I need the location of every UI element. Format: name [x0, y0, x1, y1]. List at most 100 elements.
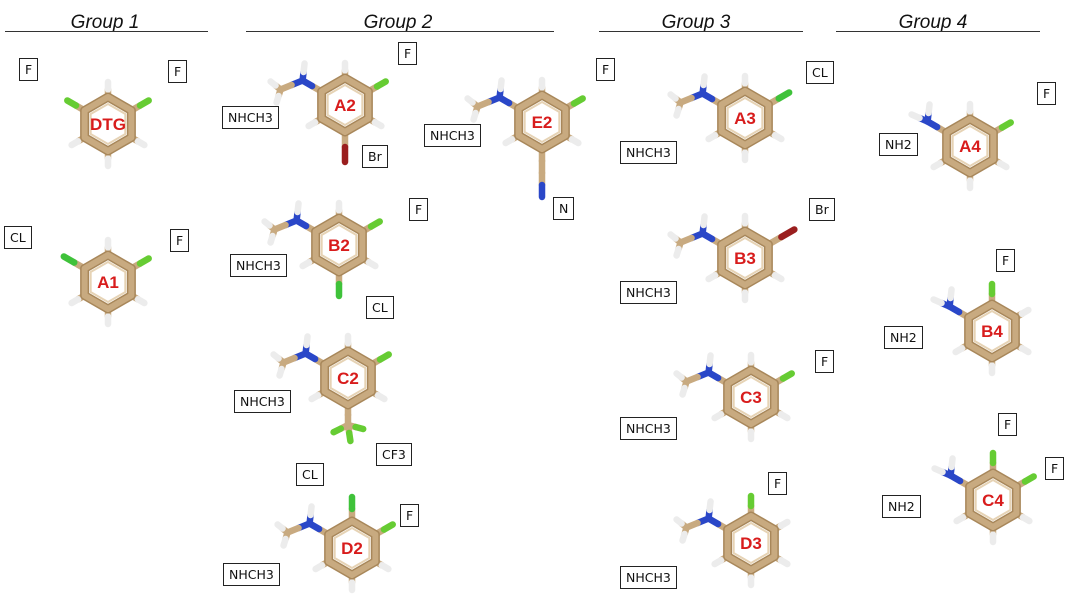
ring-dtg	[81, 94, 135, 154]
sub-c2-3-f1-b	[352, 423, 367, 433]
sub-a3-5-meh1-b	[667, 91, 679, 102]
sub-c4-1-b	[1021, 473, 1037, 485]
label-a2-0: NHCH3	[222, 106, 279, 129]
molecule-d2: D2	[274, 493, 396, 594]
ring-inner-dtg	[89, 102, 127, 146]
sub-dtg-2-b	[134, 138, 148, 149]
label-d2-2: F	[400, 504, 420, 527]
sub-a2-5-nh-b	[300, 60, 308, 76]
sub-d3-1-b	[777, 518, 791, 529]
sub-c3-4-b	[711, 411, 725, 422]
sub-b3-4-b	[705, 272, 719, 283]
ring-inner-c3	[732, 375, 770, 419]
sub-b4-5-nh-b	[947, 286, 955, 302]
sub-c3-5-meh1-b	[673, 370, 685, 381]
ring-a4	[943, 116, 997, 176]
label-dtg-0: F	[19, 58, 39, 81]
label-e2-1: F	[596, 58, 616, 81]
molecule-e2: E2	[464, 76, 586, 201]
molecule-dtg: DTG	[64, 78, 152, 170]
sub-d3-4-b	[711, 557, 725, 568]
sub-c4-5-nh2-b	[931, 465, 946, 476]
sub-b3-5-nh-b	[700, 213, 708, 229]
sub-a2-5-meh2-b	[273, 92, 282, 106]
ring-inner-a2	[326, 83, 364, 127]
sub-c4-2-b	[1019, 514, 1033, 525]
sub-c2-5-nh-b	[303, 333, 311, 349]
molecule-name-c4: C4	[982, 491, 1004, 510]
sub-b4-2-b	[1018, 345, 1032, 356]
sub-c2-3-f2-b	[345, 429, 354, 445]
molecule-a2: A2	[267, 59, 389, 166]
sub-d2-1-b	[380, 521, 396, 533]
ring-a1	[81, 252, 135, 312]
sub-a4-5-nh2-b	[908, 111, 923, 122]
sub-c3-5-meh2-b	[679, 384, 688, 398]
molecule-c2: C2	[270, 332, 392, 445]
sub-c2-4-b	[308, 392, 322, 403]
molecule-a4: A4	[908, 100, 1014, 192]
sub-d2-5-meh1-b	[274, 521, 286, 532]
sub-c4-4-b	[953, 514, 967, 525]
sub-dtg-4-b	[68, 138, 82, 149]
sub-d3-2-b	[777, 557, 791, 568]
sub-a3-2-b	[771, 132, 785, 143]
group-underline-1	[5, 31, 208, 32]
ring-inner-a1	[89, 260, 127, 304]
label-a3-1: CL	[806, 61, 834, 84]
label-a4-0: NH2	[879, 133, 918, 156]
label-c3-1: F	[815, 350, 835, 373]
label-e2-2: N	[553, 197, 575, 220]
ring-inner-d3	[732, 521, 770, 565]
sub-a2-4-b	[305, 119, 319, 130]
ring-inner-d2	[333, 526, 371, 570]
sub-a1-2-b	[134, 296, 148, 307]
sub-b2-2-b	[365, 259, 379, 270]
sub-c2-5-meh2-b	[276, 365, 285, 379]
sub-b2-5-meh2-b	[267, 232, 276, 246]
molecule-b3: B3	[667, 212, 798, 304]
label-d2-1: NHCH3	[223, 563, 280, 586]
label-a1-1: F	[170, 229, 190, 252]
sub-a4-1-b	[998, 119, 1014, 131]
label-dtg-1: F	[168, 60, 188, 83]
ring-inner-c2	[329, 356, 367, 400]
label-b3-0: NHCH3	[620, 281, 677, 304]
sub-d2-4-b	[312, 562, 326, 573]
molecule-name-b4: B4	[981, 322, 1003, 341]
label-d3-1: F	[768, 472, 788, 495]
sub-a3-5-nh-b	[700, 73, 708, 89]
sub-a3-1-b	[775, 89, 793, 102]
label-b3-1: Br	[809, 198, 835, 221]
ring-c4	[966, 470, 1020, 530]
ring-a2	[318, 75, 372, 135]
label-a1-0: CL	[4, 226, 32, 249]
sub-a2-1-b	[373, 78, 389, 90]
sub-b2-5-nh-b	[294, 200, 302, 216]
sub-d2-5-nh-b	[307, 503, 315, 519]
sub-b3-2-b	[771, 272, 785, 283]
label-a2-1: F	[398, 42, 418, 65]
sub-a4-2-b	[996, 160, 1010, 171]
label-a3-0: NHCH3	[620, 141, 677, 164]
label-a4-1: F	[1037, 82, 1057, 105]
sub-b4-5-nh2-b	[930, 296, 945, 307]
molecule-b2: B2	[261, 199, 383, 300]
sub-a2-2-b	[371, 119, 385, 130]
molecule-b4: B4	[930, 280, 1032, 377]
sub-b2-1-b	[367, 218, 383, 230]
group-title-4: Group 4	[898, 12, 968, 33]
ring-c2	[321, 348, 375, 408]
sub-d3-5-nh-b	[706, 498, 714, 514]
sub-b4-1-b	[1018, 306, 1032, 317]
sub-a4-4-b	[930, 160, 944, 171]
sub-c2-5-meh1-b	[270, 351, 282, 362]
sub-c3-5-nh-b	[706, 352, 714, 368]
sub-b2-5-meh1-b	[261, 218, 273, 229]
sub-c3-1-b	[779, 370, 795, 382]
ring-inner-a4	[951, 124, 989, 168]
group-underline-3	[599, 31, 803, 32]
sub-e2-5-meh2-b	[470, 109, 479, 123]
